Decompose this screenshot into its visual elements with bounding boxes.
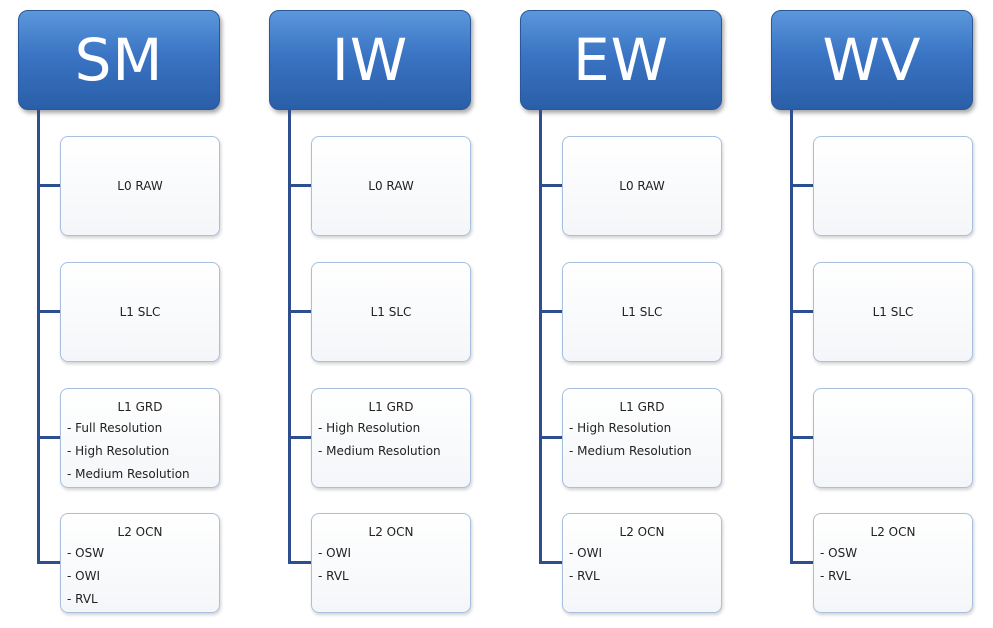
header-label: IW (331, 26, 409, 94)
product-list-item: - RVL (318, 569, 349, 583)
product-list-item: - Full Resolution (67, 421, 163, 435)
connector-branch (539, 561, 562, 564)
product-list-item: - Medium Resolution (67, 467, 190, 481)
connector-trunk (790, 110, 793, 563)
product-level-title: L1 SLC (370, 305, 412, 319)
column-sm: SM L0 RAW L1 SLC L1 GRD - Full Resolution - H… (18, 0, 258, 628)
header-label: EW (573, 26, 669, 94)
product-list: - High Resolution - Medium Resolution (569, 417, 715, 463)
column-ew: EW L0 RAW L1 SLC L1 GRD - High Resolution - M… (520, 0, 760, 628)
product-list: - High Resolution - Medium Resolution (318, 417, 464, 463)
connector-branch (288, 561, 311, 564)
connector-trunk (37, 110, 40, 563)
header-box-wv: WV (771, 10, 973, 110)
connector-branch (539, 184, 562, 187)
product-box: L2 OCN - OWI - RVL (311, 513, 471, 613)
product-box: L1 SLC (562, 262, 722, 362)
product-list: - OSW - OWI - RVL (67, 542, 213, 611)
product-box: L1 GRD - Full Resolution - High Resolution… (60, 388, 220, 488)
product-box: L0 RAW (311, 136, 471, 236)
product-box: L1 SLC (60, 262, 220, 362)
product-list-item: - Medium Resolution (569, 444, 692, 458)
product-list: - Full Resolution - High Resolution - Medi… (67, 417, 213, 486)
product-list-item: - RVL (820, 569, 851, 583)
column-iw: IW L0 RAW L1 SLC L1 GRD - High Resolution - M… (269, 0, 509, 628)
product-list-item: - OWI (67, 569, 100, 583)
header-label: SM (74, 26, 164, 94)
header-label: WV (822, 26, 922, 94)
product-level-title: L1 GRD (619, 400, 665, 414)
connector-branch (790, 561, 813, 564)
product-list-item: - High Resolution (569, 421, 672, 435)
product-box: L1 SLC (813, 262, 973, 362)
product-list-item: - OSW (67, 546, 105, 560)
product-level-title: L0 RAW (117, 179, 163, 193)
product-box (813, 388, 973, 488)
product-box: L2 OCN - OSW - OWI - RVL (60, 513, 220, 613)
product-list-item: - OSW (820, 546, 858, 560)
product-list-item: - High Resolution (318, 421, 421, 435)
product-level-title: L0 RAW (368, 179, 414, 193)
header-box-ew: EW (520, 10, 722, 110)
product-level-title: L2 OCN (870, 525, 916, 539)
product-level-title: L0 RAW (619, 179, 665, 193)
connector-branch (37, 184, 60, 187)
product-list-item: - OWI (318, 546, 351, 560)
header-box-sm: SM (18, 10, 220, 110)
connector-branch (288, 184, 311, 187)
product-list-item: - OWI (569, 546, 602, 560)
connector-branch (790, 310, 813, 313)
product-list: - OWI - RVL (569, 542, 715, 588)
connector-branch (288, 310, 311, 313)
header-box-iw: IW (269, 10, 471, 110)
product-level-title: L1 SLC (872, 305, 914, 319)
connector-branch (539, 436, 562, 439)
product-box: L0 RAW (562, 136, 722, 236)
product-level-title: L1 GRD (368, 400, 414, 414)
product-list-item: - Medium Resolution (318, 444, 441, 458)
connector-branch (37, 310, 60, 313)
product-box: L1 GRD - High Resolution - Medium Resoluti… (311, 388, 471, 488)
column-wv: WV L1 SLC L2 OCN - OSW - RVL (771, 0, 993, 628)
connector-branch (790, 436, 813, 439)
product-box: L2 OCN - OWI - RVL (562, 513, 722, 613)
product-list-item: - High Resolution (67, 444, 170, 458)
product-level-title: L2 OCN (368, 525, 414, 539)
product-box: L1 GRD - High Resolution - Medium Resoluti… (562, 388, 722, 488)
connector-branch (539, 310, 562, 313)
product-level-title: L2 OCN (619, 525, 665, 539)
product-list-item: - RVL (67, 592, 98, 606)
product-list-item: - RVL (569, 569, 600, 583)
connector-branch (790, 184, 813, 187)
product-list: - OSW - RVL (820, 542, 966, 588)
product-box: L1 SLC (311, 262, 471, 362)
connector-trunk (539, 110, 542, 563)
product-box: L2 OCN - OSW - RVL (813, 513, 973, 613)
product-level-title: L1 SLC (621, 305, 663, 319)
product-list: - OWI - RVL (318, 542, 464, 588)
product-level-title: L1 GRD (117, 400, 163, 414)
connector-branch (37, 436, 60, 439)
product-box: L0 RAW (60, 136, 220, 236)
connector-branch (37, 561, 60, 564)
product-level-title: L1 SLC (119, 305, 161, 319)
product-box (813, 136, 973, 236)
product-level-title: L2 OCN (117, 525, 163, 539)
connector-branch (288, 436, 311, 439)
connector-trunk (288, 110, 291, 563)
